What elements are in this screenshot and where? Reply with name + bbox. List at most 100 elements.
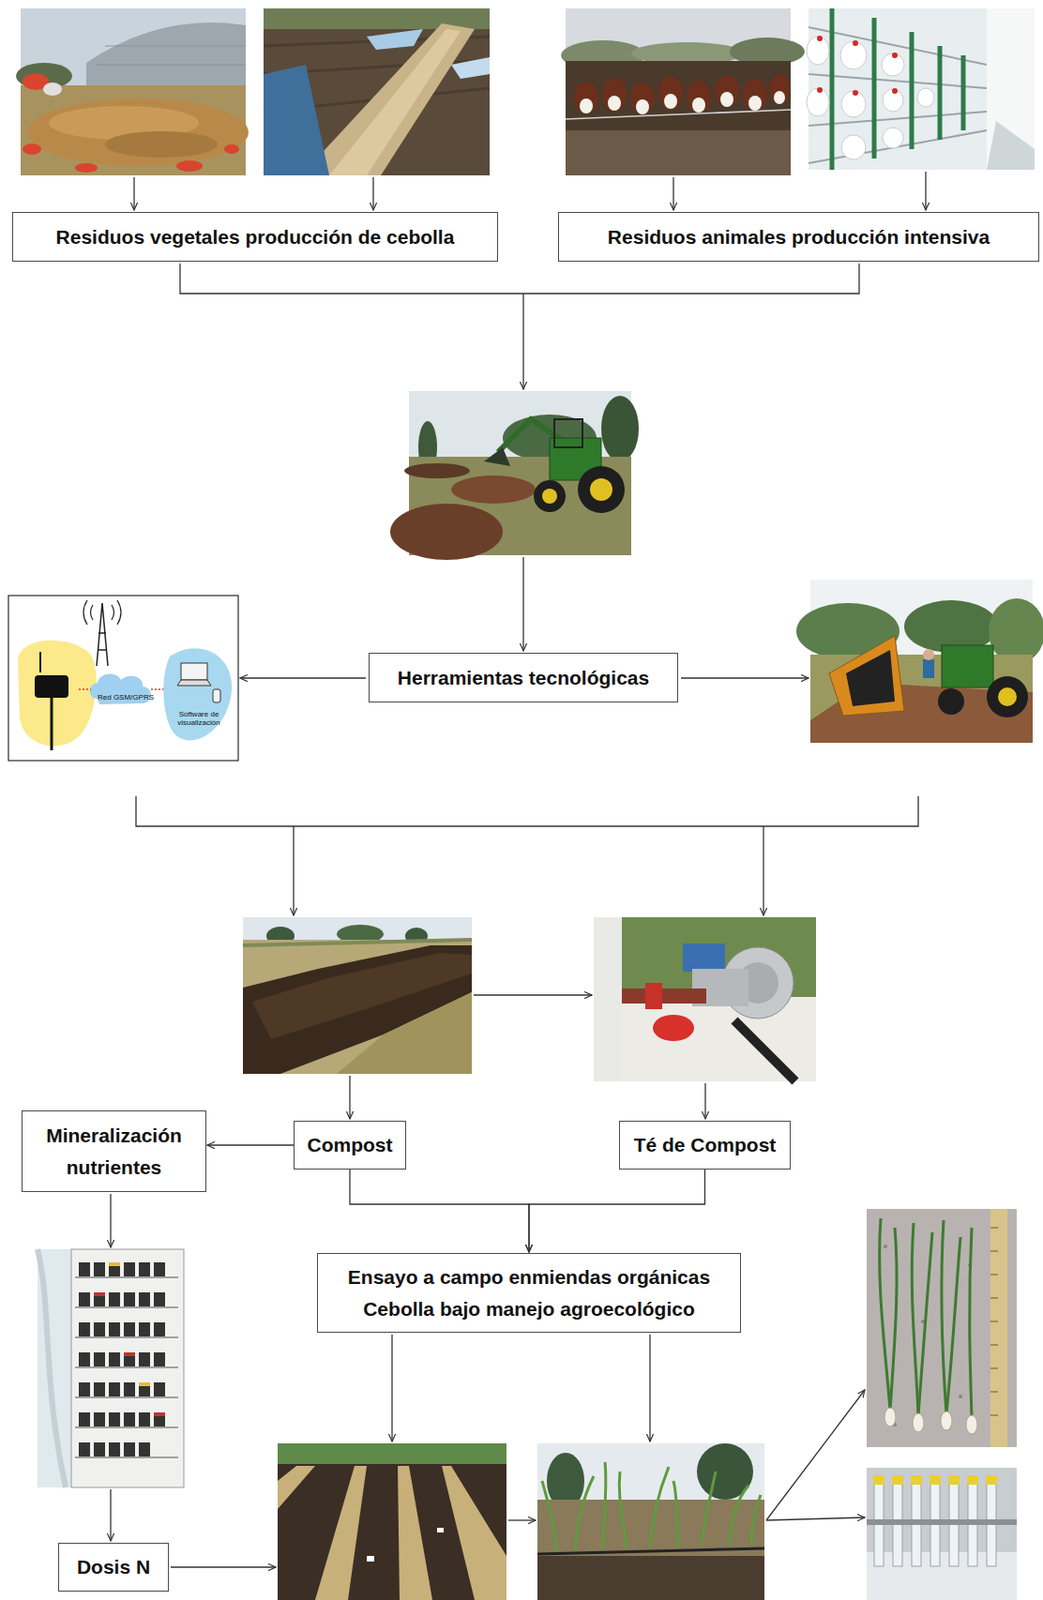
onion-waste-photo	[224, 144, 240, 154]
sample-cabinet-photo	[123, 1382, 136, 1397]
onion-field-photo	[537, 1443, 765, 1600]
field-plots-photo	[277, 1443, 507, 1600]
onion-plants-photo	[990, 1345, 998, 1346]
field-residue-photo	[366, 29, 424, 50]
network-label: Red GSM/GPRS	[91, 693, 160, 702]
network-diagram	[39, 651, 42, 673]
onion-waste-photo	[75, 163, 98, 173]
test-tubes-photo	[929, 1475, 941, 1485]
onion-plants-photo	[911, 1223, 919, 1416]
field-plots-photo	[315, 1466, 367, 1600]
test-tubes-photo	[948, 1475, 960, 1485]
sample-cabinet-photo	[153, 1412, 166, 1417]
cattle-photo	[658, 75, 683, 110]
leader-arrows	[924, 171, 926, 211]
cattle-photo	[769, 74, 790, 105]
sample-cabinet-photo	[108, 1322, 121, 1337]
hens-photo	[852, 40, 859, 46]
flow-arrow	[529, 1169, 706, 1253]
cattle-photo	[607, 95, 621, 111]
hens-photo	[891, 88, 898, 94]
test-tubes-photo	[985, 1475, 998, 1485]
loader-tractor-photo	[554, 419, 583, 448]
cattle-photo	[574, 74, 790, 115]
onion-plants-photo	[884, 1407, 978, 1435]
onion-plants-photo	[941, 1220, 947, 1414]
sample-cabinet-photo	[108, 1262, 151, 1387]
process-box: Dosis N	[58, 1542, 169, 1592]
leader-arrows	[110, 171, 926, 1568]
sample-cabinet-photo	[75, 1396, 179, 1399]
leader-arrows	[766, 1390, 865, 1521]
field-plots-photo	[277, 1443, 507, 1600]
sample-cabinet-photo	[75, 1336, 179, 1339]
hens-photo	[816, 87, 823, 93]
sample-cabinet-photo	[153, 1262, 166, 1277]
onion-plants-photo	[966, 1415, 978, 1435]
hens-photo	[986, 120, 1035, 170]
onion-plants-photo	[879, 1218, 891, 1411]
compost-tea-brewer-photo	[682, 943, 726, 972]
leader-arrows	[348, 1075, 350, 1119]
field-residue-photo	[263, 8, 490, 176]
sample-cabinet-photo	[75, 1277, 179, 1458]
flow-arrow	[349, 1169, 530, 1253]
sample-cabinet-photo	[153, 1292, 166, 1307]
process-box: Ensayo a campo enmiendas orgánicas Cebol…	[317, 1253, 741, 1333]
compost-turner-photo	[922, 659, 935, 679]
test-tubes-photo	[866, 1467, 1017, 1600]
hens-photo	[841, 90, 866, 118]
hens-photo	[808, 8, 1035, 170]
onion-plants-photo	[990, 1298, 998, 1300]
loader-tractor-photo	[542, 488, 558, 504]
sample-cabinet-photo	[138, 1412, 151, 1427]
box-text: Ensayo a campo enmiendas orgánicas Cebol…	[328, 1261, 730, 1325]
onion-plants-photo	[990, 1251, 998, 1253]
sample-cabinet-photo	[37, 1249, 184, 1488]
onion-plants-photo	[969, 1227, 972, 1418]
box-text: Mineralización nutrientes	[32, 1119, 196, 1183]
sample-cabinet-photo	[108, 1382, 121, 1397]
box-text: Herramientas tecnológicas	[397, 662, 650, 695]
cattle-photo	[742, 78, 768, 111]
compost-windrow-photo	[242, 939, 472, 946]
cattle-photo	[579, 90, 786, 115]
network-diagram	[17, 640, 97, 747]
cattle-photo	[714, 75, 740, 107]
sample-cabinet-photo	[78, 1262, 91, 1277]
sample-cabinet-photo	[138, 1352, 151, 1367]
compost-windrow-photo	[242, 939, 472, 1074]
onion-waste-photo	[15, 8, 249, 176]
hens-photo	[891, 52, 898, 59]
hens-photo	[917, 88, 935, 107]
onion-plants-photo	[958, 1394, 963, 1399]
leader-arrows	[704, 1083, 706, 1119]
sample-cabinet-photo	[93, 1322, 106, 1337]
cattle-photo	[602, 77, 627, 112]
sample-cabinet-photo	[78, 1322, 91, 1337]
process-box: Compost	[293, 1120, 407, 1170]
leader-arrows	[508, 1519, 536, 1521]
network-label: Software de visualización	[168, 710, 229, 727]
field-plots-photo	[366, 1556, 375, 1562]
sample-cabinet-photo	[37, 1249, 184, 1488]
test-tubes-photo	[873, 1475, 885, 1485]
compost-tea-brewer-photo	[593, 917, 817, 1082]
leader-arrows	[473, 994, 592, 996]
compost-tea-brewer-photo	[645, 982, 663, 1010]
test-tubes-photo	[891, 1475, 904, 1485]
hens-photo	[840, 41, 867, 70]
sample-cabinet-photo	[78, 1412, 91, 1427]
onion-plants-photo	[884, 1407, 896, 1427]
box-text: Compost	[307, 1129, 394, 1162]
network-diagram	[50, 697, 54, 751]
field-residue-photo	[301, 23, 475, 176]
network-diagram	[78, 688, 167, 691]
hens-photo	[882, 89, 904, 112]
field-plots-photo	[441, 1466, 507, 1600]
hens-photo	[816, 35, 898, 96]
sample-cabinet-photo	[138, 1292, 151, 1307]
leader-arrows	[133, 177, 135, 211]
process-box: Herramientas tecnológicas	[368, 652, 679, 703]
test-tubes-photo	[967, 1475, 979, 1485]
